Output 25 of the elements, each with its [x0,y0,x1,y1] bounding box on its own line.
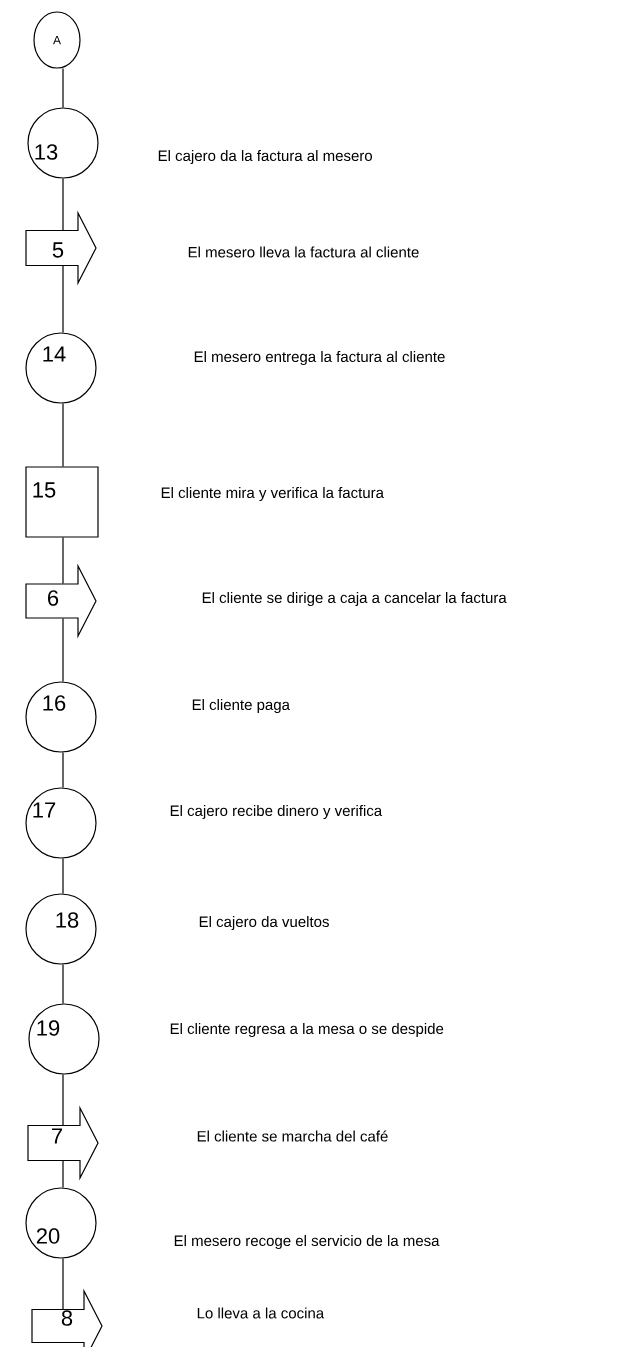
step-description: El mesero entrega la factura al cliente [194,351,445,365]
step-description: El cajero recibe dinero y verifica [170,805,383,819]
connector-line [62,1258,64,1310]
step-description: El cliente se dirige a caja a cancelar la factura [202,592,507,606]
step-description: Lo lleva a la cocina [197,1307,325,1319]
connector-line [62,858,64,894]
connector-line [62,618,64,682]
connector-line [62,265,64,333]
connector-line [62,537,64,584]
step-description: El cliente mira y verifica la factura [161,487,384,501]
step-description: El cliente regresa a la mesa o se despide [170,1023,444,1037]
connector-line [62,403,64,467]
connector-line [62,1074,64,1126]
step-description: El mesero recoge el servicio de la mesa [174,1235,440,1249]
connector-line [62,68,64,108]
step-description: El mesero lleva la factura al cliente [188,246,419,258]
connector-line [62,178,64,231]
step-description: El cajero da vueltos [199,916,329,930]
connector-line [62,1160,64,1188]
connector-line [62,752,64,788]
connector-line [62,964,64,1004]
step-description: El cliente paga [192,699,290,713]
inspection-square: 15 [25,466,99,538]
step-description: El cliente se marcha del café [197,1130,388,1142]
step-description: El cajero da la factura al mesero [158,150,373,164]
